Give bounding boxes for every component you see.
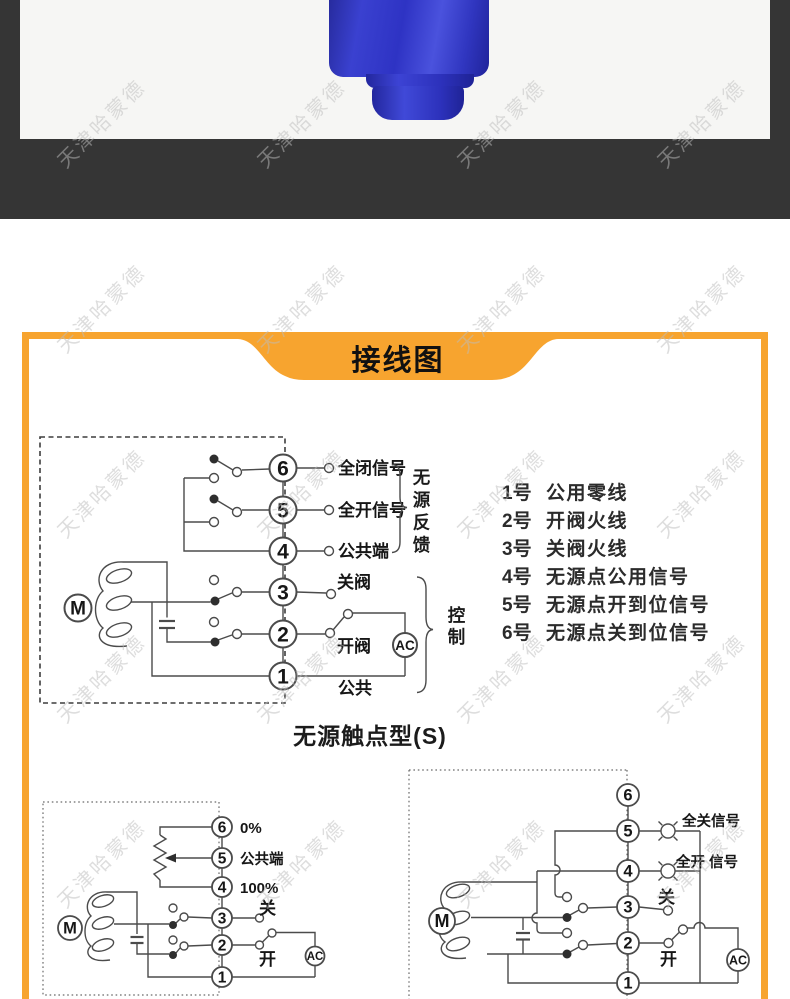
control-group-label: 控制 [446, 606, 466, 649]
pin-description: 开阀火线 [546, 511, 629, 532]
list-item: 4号无源点公用信号 [502, 564, 710, 592]
terminal-number: 2 [277, 624, 289, 647]
pin-description: 公用零线 [546, 483, 629, 504]
top-diagram-wires [94, 460, 406, 677]
pin-description: 无源点公用信号 [546, 567, 690, 588]
terminal-number: 5 [277, 500, 289, 523]
br-lamps [658, 821, 678, 881]
terminal-number: 1 [218, 970, 227, 987]
br-wires [437, 795, 739, 984]
product-photo [20, 0, 770, 139]
label-full-close-signal: 全闭信号 [337, 458, 406, 478]
wiring-diagram-card [22, 332, 768, 999]
label-common: 公共 [338, 679, 372, 698]
valve-actuator-body [329, 0, 489, 77]
motor-label: M [70, 599, 86, 620]
list-item: 1号公用零线 [502, 480, 710, 508]
bottom-left-diagram: M AC 6 5 4 3 2 1 0% 公共端 100% 关 开 [42, 801, 326, 996]
pin-description: 关阀火线 [546, 539, 629, 560]
ac-symbol [392, 632, 418, 658]
terminal-number: 6 [277, 458, 289, 481]
terminal-description-list: 1号公用零线 2号开阀火线 3号关阀火线 4号无源点公用信号 5号无源点开到位信… [502, 480, 710, 648]
terminal-number: 3 [277, 582, 289, 605]
valve-actuator-stem [372, 86, 464, 120]
bl-terminals: 6 5 4 3 2 1 [211, 816, 233, 988]
terminal-number: 4 [218, 880, 227, 897]
terminal-number: 4 [623, 863, 633, 881]
bl-wires [84, 826, 316, 978]
pin-number: 6号 [502, 623, 532, 644]
pin-number: 2号 [502, 511, 532, 532]
valve-actuator-shoulder [366, 74, 474, 88]
motor-label: M [63, 920, 77, 938]
terminal-number: 1 [623, 975, 632, 993]
ac-symbol [304, 945, 326, 967]
bl-contacts [168, 903, 277, 959]
list-item: 5号无源点开到位信号 [502, 592, 710, 620]
top-diagram-caption: 无源触点型(S) [293, 723, 447, 749]
pin-description: 无源点关到位信号 [546, 623, 711, 644]
terminal-number: 3 [623, 899, 632, 917]
ac-label: AC [729, 954, 747, 968]
terminal-number: 2 [218, 938, 227, 955]
top-diagram: M AC 6 5 4 3 2 1 全闭信号 全开信号 公共端 关阀 开阀 公共 [39, 436, 434, 704]
label-common-end: 公共端 [240, 850, 284, 868]
pin-description: 无源点开到位信号 [546, 595, 711, 616]
motor-label: M [435, 911, 450, 931]
terminal-number: 5 [218, 851, 227, 868]
ac-label: AC [395, 638, 415, 653]
pin-number: 3号 [502, 539, 532, 560]
wiring-schematics: M AC 6 5 4 3 2 1 全闭信号 全开信号 公共端 关阀 开阀 公共 [39, 436, 750, 999]
control-brace [416, 576, 434, 694]
label-open: 开 [660, 950, 677, 969]
label-open: 开 [259, 950, 276, 969]
label-full-open-signal: 全开 信号 [675, 853, 738, 871]
wiring-banner: 接线图 [238, 339, 558, 380]
pin-number: 5号 [502, 595, 532, 616]
label-0-percent: 0% [240, 820, 262, 837]
pin-number: 1号 [502, 483, 532, 504]
photo-section [0, 0, 790, 219]
top-diagram-contacts [208, 454, 354, 647]
label-common-end: 公共端 [338, 541, 389, 561]
terminal-number: 6 [623, 787, 632, 805]
br-terminals: 6 5 4 3 2 1 [616, 783, 640, 995]
motor-symbol [428, 907, 456, 935]
terminal-number: 6 [218, 820, 227, 837]
list-item: 2号开阀火线 [502, 508, 710, 536]
list-item: 6号无源点关到位信号 [502, 620, 710, 648]
list-item: 3号关阀火线 [502, 536, 710, 564]
label-100-percent: 100% [240, 880, 278, 897]
label-open-valve: 开阀 [337, 636, 371, 656]
motor-symbol [57, 915, 83, 941]
label-close: 关 [259, 898, 276, 918]
banner-title: 接线图 [351, 344, 444, 377]
label-full-close-signal: 全关信号 [681, 812, 740, 830]
pin-number: 4号 [502, 567, 532, 588]
banner-ribbon-shape [238, 339, 558, 380]
label-close-valve: 关阀 [337, 572, 371, 592]
top-terminals: 6 5 4 3 2 1 [268, 453, 298, 691]
terminal-number: 5 [623, 823, 632, 841]
terminal-number: 1 [277, 666, 289, 689]
terminal-number: 2 [623, 935, 632, 953]
feedback-group-label: 无源反馈 [411, 468, 431, 558]
br-contacts [561, 891, 689, 959]
label-close: 关 [658, 887, 675, 907]
feedback-brace [391, 463, 408, 554]
ac-symbol [726, 948, 750, 972]
motor-symbol [63, 593, 93, 623]
label-full-open-signal: 全开信号 [337, 500, 406, 520]
terminal-number: 3 [218, 911, 227, 928]
terminal-number: 4 [277, 541, 289, 564]
ac-label: AC [307, 951, 324, 963]
bottom-right-diagram: M AC 6 5 4 3 2 1 全关信号 全开 信号 关 开 [408, 769, 750, 999]
